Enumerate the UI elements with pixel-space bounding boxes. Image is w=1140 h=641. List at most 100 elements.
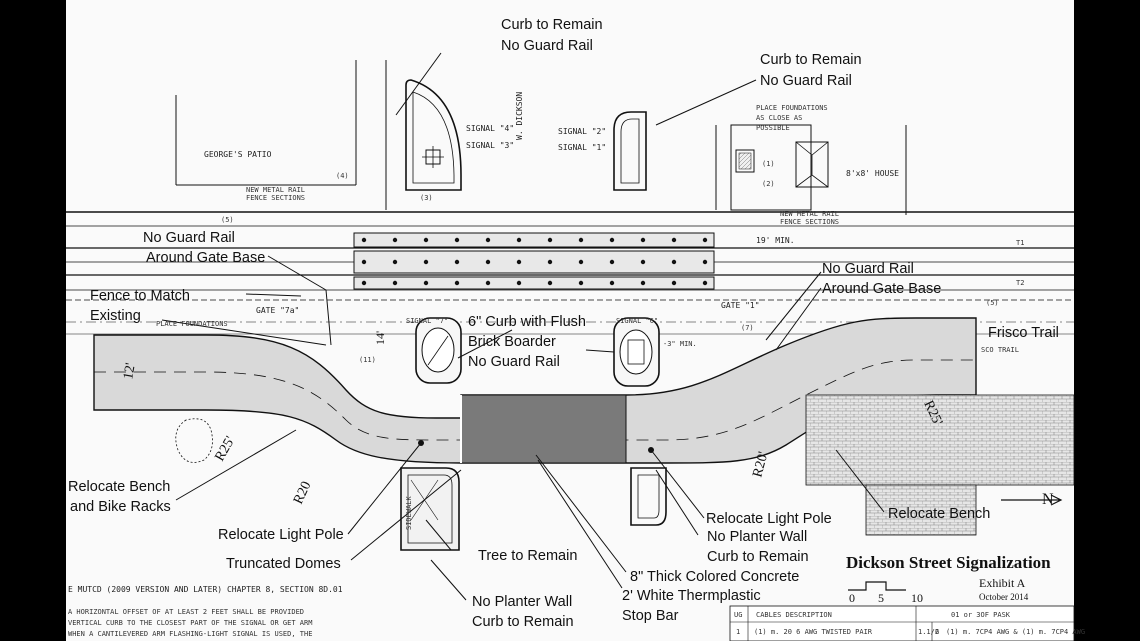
- label-gate-7a: GATE "7a": [256, 306, 299, 315]
- panel-bolt: [609, 237, 615, 243]
- label-house: 8'x8' HOUSE: [846, 169, 899, 178]
- leader-lines: [161, 52, 885, 601]
- property-lines: [175, 60, 907, 215]
- panel-bolt: [640, 237, 646, 243]
- panel-bolt: [392, 259, 398, 265]
- panel-bolt: [578, 259, 584, 265]
- label-dim-14: 14': [373, 331, 387, 345]
- panel-bolt: [578, 237, 584, 243]
- panel-bolt: [392, 237, 398, 243]
- panel-bolt: [454, 237, 460, 243]
- panel-bolt: [423, 237, 429, 243]
- cable-header-ug: UG: [734, 611, 742, 619]
- note-line-4: WHEN A CANTILEVERED ARM FLASHING-LIGHT S…: [68, 630, 312, 638]
- cable-table: UG CABLES DESCRIPTION 01 or 3OF PASK 1 (…: [729, 605, 1085, 641]
- plan-small-labels: GEORGE'S PATIO NEW METAL RAIL FENCE SECT…: [121, 92, 1054, 530]
- signal-island-sw: [415, 317, 462, 384]
- cable-row1-description: (1) m. 20 6 AWG TWISTED PAIR: [754, 628, 873, 636]
- drawing-title: Dickson Street Signalization: [846, 553, 1051, 572]
- label-relocate-light-pole-left: Relocate Light Pole: [218, 527, 344, 543]
- note-line-3: VERTICAL CURB TO THE CLOSEST PART OF THE…: [68, 619, 312, 627]
- label-frisco-trail: Frisco Trail: [988, 325, 1059, 341]
- label-curb-remain-top-2: Curb to Remain: [760, 52, 862, 68]
- label-t2: T2: [1016, 279, 1024, 287]
- cable-row1-right: (1) m. 7CP4 AWG & (1) m. 7CP4 AWG: [946, 628, 1085, 636]
- panel-bolt: [702, 280, 708, 286]
- signal-island-nw: [405, 79, 462, 191]
- crossing-panels: [353, 232, 715, 290]
- label-signal-7: SIGNAL "7": [406, 317, 448, 325]
- railroad-corridor: [66, 211, 1074, 335]
- label-callout-1: (1): [762, 160, 775, 168]
- label-georges-patio: GEORGE'S PATIO: [204, 150, 272, 159]
- note-line-1: E MUTCD (2009 VERSION AND LATER) CHAPTER…: [68, 585, 343, 594]
- panel-bolt: [640, 280, 646, 286]
- panel-bolt: [609, 280, 615, 286]
- cable-row1-ug: 1: [736, 628, 740, 636]
- label-relocate-bench-racks-2: and Bike Racks: [70, 499, 171, 515]
- label-place-foundations-left: PLACE FOUNDATIONS: [156, 320, 228, 328]
- panel-bolt: [361, 259, 367, 265]
- signal-island-se: [613, 317, 660, 387]
- panel-bolt: [392, 280, 398, 286]
- label-signal-6: SIGNAL "6": [616, 317, 658, 325]
- label-thermoplastic-1: 2' White Thermplastic: [622, 588, 761, 604]
- panel-bolt: [454, 280, 460, 286]
- cable-row1-size: 1.1/2: [918, 628, 939, 636]
- label-truncated-domes: Truncated Domes: [226, 556, 341, 572]
- frisco-trail-path: [93, 317, 977, 464]
- panel-bolt: [547, 259, 553, 265]
- label-callout-5: (5): [221, 216, 234, 224]
- panel-bolt: [671, 237, 677, 243]
- label-dim-r20-right: R20': [750, 450, 771, 479]
- label-no-planter-wall-bottom-1: No Planter Wall: [472, 594, 572, 610]
- cable-header-description: CABLES DESCRIPTION: [756, 611, 832, 619]
- label-fence-to-match: Fence to Match: [90, 288, 190, 304]
- exhibit-label: Exhibit A: [979, 576, 1026, 590]
- panel-bolt: [423, 280, 429, 286]
- label-relocate-light-pole-right: Relocate Light Pole: [706, 511, 832, 527]
- panel-bolt: [454, 259, 460, 265]
- label-curb-remain-top-1: Curb to Remain: [501, 17, 603, 33]
- label-callout-3: (3): [420, 194, 433, 202]
- label-signal-2: SIGNAL "2": [558, 127, 606, 136]
- title-block: Dickson Street Signalization Exhibit A O…: [846, 553, 1051, 605]
- label-relocate-bench-racks-1: Relocate Bench: [68, 479, 170, 495]
- panel-bolt: [702, 259, 708, 265]
- label-signal-4: SIGNAL "4": [466, 124, 514, 133]
- brick-plaza-extension: [865, 484, 977, 536]
- brick-plaza: [805, 394, 1075, 486]
- label-no-planter-wall-right-2: Curb to Remain: [707, 549, 809, 565]
- panel-bolt: [485, 237, 491, 243]
- date-label: October 2014: [979, 592, 1029, 602]
- note-line-2: A HORIZONTAL OFFSET OF AT LEAST 2 FEET S…: [68, 608, 304, 616]
- label-existing: Existing: [90, 308, 141, 324]
- label-new-metal-rail-left-2: FENCE SECTIONS: [246, 194, 305, 202]
- label-around-gate-base-left: Around Gate Base: [146, 250, 265, 266]
- label-callout-4: (4): [336, 172, 349, 180]
- tree-canopy-left: [175, 418, 213, 463]
- label-sidewalk: SIDEWALK: [405, 495, 413, 530]
- label-colored-concrete: 8" Thick Colored Concrete: [630, 569, 799, 585]
- panel-bolt: [485, 280, 491, 286]
- cable-header-right: 01 or 3OF PASK: [951, 611, 1011, 619]
- label-new-metal-rail-right-1: NEW METAL RAIL: [780, 210, 839, 218]
- panel-bolt: [516, 280, 522, 286]
- panel-bolt: [578, 280, 584, 286]
- label-place-foundations-1: PLACE FOUNDATIONS: [756, 104, 828, 112]
- label-dim-3: -3" MIN.: [663, 340, 697, 348]
- label-w-dickson: W. DICKSON: [515, 92, 524, 140]
- label-dim-19: 19' MIN.: [756, 236, 795, 245]
- label-dim-12: 12': [121, 362, 139, 381]
- annotation-labels: Curb to Remain No Guard Rail Curb to Rem…: [68, 17, 1059, 630]
- label-callout-5-right: (5): [986, 299, 999, 307]
- graphic-scale-bar: [848, 581, 906, 591]
- label-no-guard-rail-top-2: No Guard Rail: [760, 73, 852, 89]
- label-thermoplastic-2: Stop Bar: [622, 608, 679, 624]
- cable-row1-count: 6: [935, 628, 939, 636]
- label-callout-7: (7): [741, 324, 754, 332]
- panel-bolt: [640, 259, 646, 265]
- engineering-drawing-sheet: Curb to Remain No Guard Rail Curb to Rem…: [66, 0, 1085, 641]
- label-dim-11: (11): [359, 356, 376, 364]
